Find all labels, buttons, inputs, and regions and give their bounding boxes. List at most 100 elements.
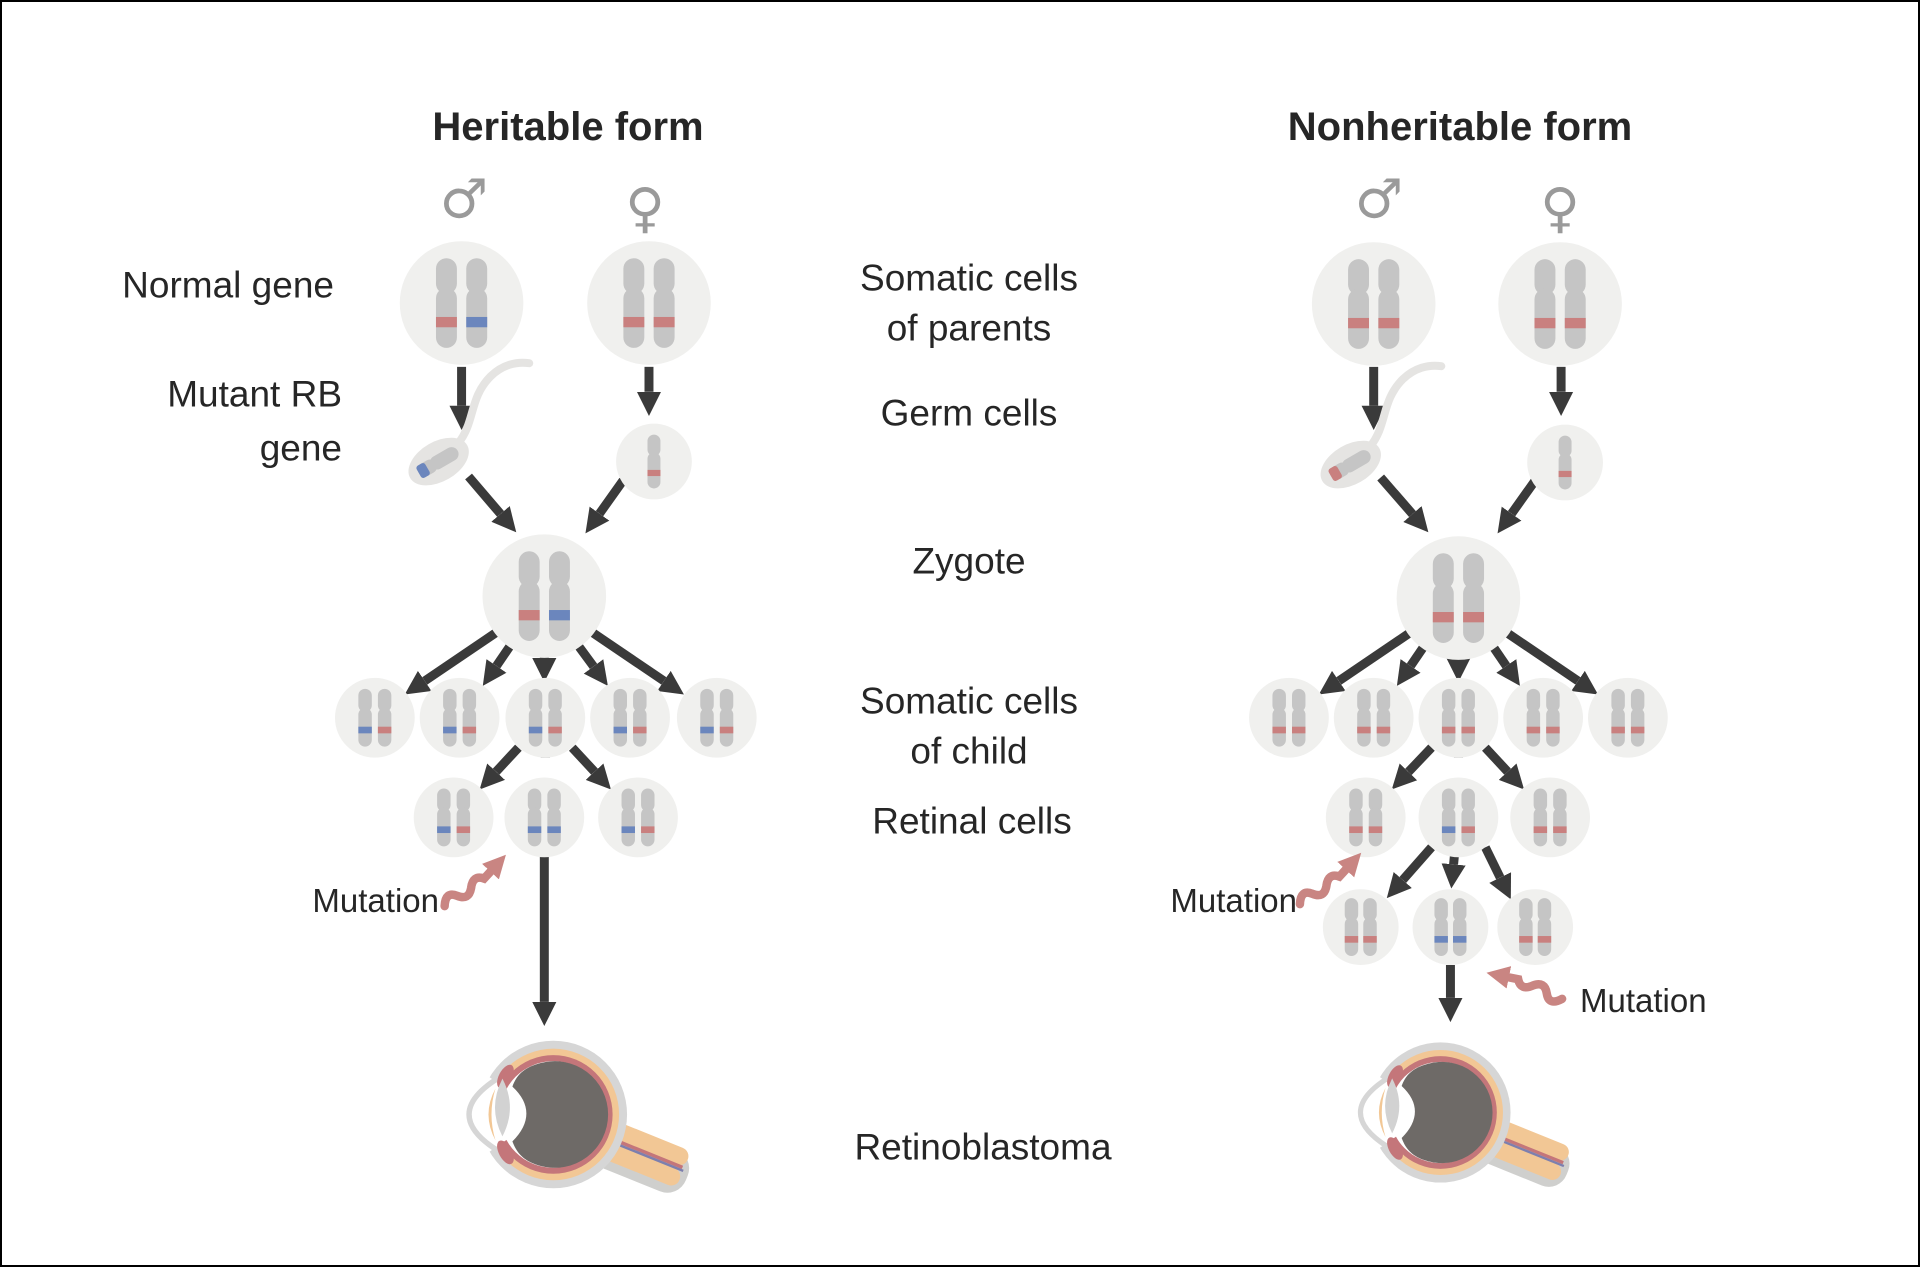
somatic-cells-of-parents-label-line2: of parents — [886, 307, 1052, 349]
normal-rb-gene-band — [548, 726, 562, 734]
right-retinal-cell — [1325, 777, 1406, 858]
left-sperm-cell — [408, 358, 534, 486]
chromosome — [466, 258, 488, 295]
flow-arrow — [1396, 644, 1428, 686]
mutation-arrow-icon — [440, 854, 506, 911]
normal-rb-gene-band — [518, 610, 540, 621]
normal-rb-gene-band — [377, 726, 392, 734]
normal-rb-gene-band — [653, 316, 675, 328]
cell-body — [1333, 677, 1414, 758]
chromosome — [456, 788, 471, 812]
normal-rb-gene-band — [1378, 317, 1400, 329]
chromosome — [700, 688, 714, 712]
right-egg-cell — [1527, 424, 1603, 501]
flow-arrow — [1497, 477, 1539, 534]
flow-arrow — [568, 744, 611, 790]
normal-rb-gene-band — [641, 826, 655, 834]
flow-arrow — [1489, 644, 1520, 686]
cell-body — [1311, 242, 1436, 366]
left-somatic-cell — [419, 677, 500, 758]
flow-arrow — [1481, 845, 1512, 900]
chromosome — [633, 688, 647, 712]
normal-rb-gene-band — [1349, 826, 1363, 834]
right-somatic-cell — [1249, 677, 1329, 758]
cornea — [1357, 1069, 1401, 1156]
cell-body — [334, 677, 415, 758]
normal-rb-gene-band — [1432, 612, 1454, 623]
normal-rb-gene-band — [1376, 726, 1391, 734]
zygote-label: Zygote — [912, 540, 1026, 582]
flow-arrow — [585, 477, 627, 534]
normal-rb-gene-band — [1461, 726, 1475, 734]
mutant-rb-gene-band — [1441, 826, 1456, 834]
normal-rb-gene-band — [1564, 317, 1586, 329]
chromosome — [1533, 788, 1548, 812]
right-somatic-cell — [1418, 677, 1499, 758]
chromosome — [377, 688, 392, 712]
ciliary-body — [497, 1140, 514, 1165]
retinal-vessel — [1503, 1140, 1565, 1168]
left-retinal-cell — [504, 777, 585, 858]
normal-rb-gene-band — [1553, 826, 1567, 834]
right-retinal-cell — [1418, 777, 1499, 858]
chromosome — [358, 688, 372, 712]
normal-rb-gene-band — [1526, 726, 1541, 734]
chromosome — [1534, 259, 1556, 296]
normal-rb-gene-band — [456, 826, 471, 834]
tumor-mass — [1401, 1061, 1493, 1164]
mutant-rb-gene-band — [1452, 936, 1467, 943]
sperm-tail — [1366, 361, 1446, 451]
flow-arrow — [575, 644, 608, 686]
germ-cells-label: Germ cells — [880, 392, 1058, 434]
chromosome — [613, 688, 628, 712]
chromosome — [429, 447, 459, 470]
normal-rb-gene-band — [1272, 726, 1286, 734]
chromosome — [1432, 553, 1454, 590]
retinal-vessel — [619, 1144, 684, 1173]
somatic-cells-of-child-label-line2: of child — [910, 730, 1028, 772]
mutation-arrow-icon — [440, 854, 506, 911]
flow-arrow — [590, 629, 684, 695]
mutant-rb-gene-label-line2: gene — [259, 427, 342, 469]
left-somatic-cell — [676, 677, 757, 758]
cell-body — [587, 241, 711, 365]
chromosome — [1461, 788, 1475, 812]
cell-body — [1588, 677, 1668, 758]
right-somatic-cell — [1503, 677, 1584, 758]
chromosome — [1434, 898, 1448, 922]
tumor-mass — [512, 1061, 609, 1168]
nonheritable-form-title: Nonheritable form — [1287, 105, 1633, 149]
chromosome — [1452, 898, 1467, 922]
right-somatic-cell — [1333, 677, 1414, 758]
mutation-label-right-2: Mutation — [1580, 981, 1707, 1019]
mutation-arrow-icon — [1295, 852, 1362, 909]
right-somatic-cell — [1588, 677, 1668, 758]
cell-body — [1503, 677, 1584, 758]
right-retinal-cell — [1510, 777, 1591, 858]
right-retinal-cell — [1322, 889, 1399, 965]
left-mother-somatic-cell — [587, 241, 711, 365]
flow-arrow — [404, 629, 498, 695]
heritable-form-title: Heritable form — [432, 105, 704, 149]
cell-body — [590, 677, 670, 758]
cell-body — [1249, 677, 1329, 758]
chromosome — [1368, 788, 1383, 812]
flow-arrow — [1482, 744, 1525, 790]
cell-body — [676, 677, 757, 758]
flow-arrow — [479, 744, 522, 790]
right-retinoblastoma-eye — [1357, 1042, 1570, 1187]
normal-rb-gene-band — [1461, 826, 1475, 834]
mutation-label-right-1: Mutation — [1170, 881, 1297, 919]
normal-rb-gene-band — [435, 316, 457, 328]
somatic-cells-of-child-label-line1: Somatic cells — [860, 680, 1078, 722]
flow-arrow — [1504, 629, 1599, 695]
male-symbol-icon: ♂ — [1354, 167, 1404, 231]
left-retinal-cell — [413, 777, 494, 858]
lens — [494, 1078, 510, 1137]
right-zygote-cell — [1396, 536, 1521, 660]
iris — [488, 1088, 496, 1141]
left-somatic-cell — [590, 677, 670, 758]
normal-rb-gene-band — [1291, 726, 1306, 734]
cell-body — [1418, 677, 1499, 758]
mutation-arrow-icon — [1486, 966, 1567, 1006]
